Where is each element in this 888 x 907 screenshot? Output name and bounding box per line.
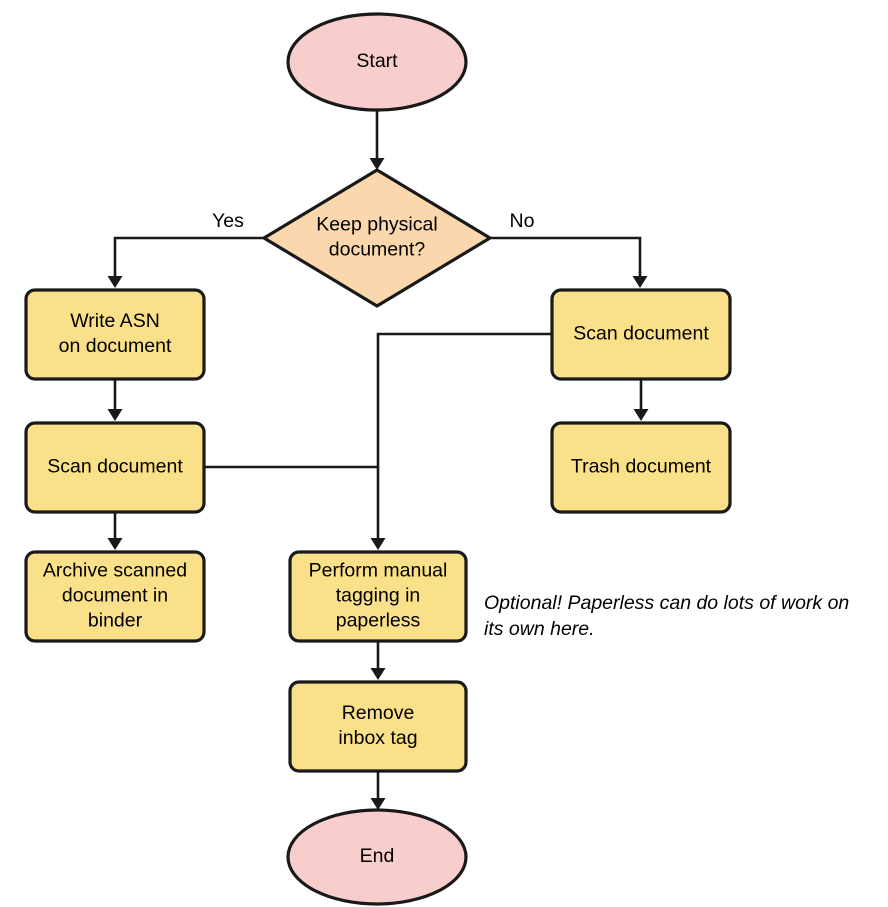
edge-arrowhead (107, 276, 123, 288)
edge-arrowhead (107, 538, 123, 550)
process-box[interactable] (288, 550, 468, 643)
node-label-line: document in (62, 585, 168, 607)
edge-arrowhead (370, 538, 386, 550)
node-label-line: Start (356, 50, 398, 72)
node-archive-scanned[interactable]: Archive scanned document in binder (24, 550, 206, 643)
node-label-line: tagging in (336, 585, 421, 607)
edge-arrowhead (369, 158, 385, 170)
process-box[interactable] (24, 550, 206, 643)
node-label-line: inbox tag (338, 727, 417, 749)
node-label-line: on document (59, 335, 172, 357)
edge-remove-inbox-to-end (370, 771, 386, 810)
node-label-line: Perform manual (309, 560, 448, 582)
edge-arrowhead (370, 798, 386, 810)
terminal-ellipse[interactable] (286, 808, 468, 906)
decision-diamond[interactable] (262, 168, 492, 308)
edge-decision-no: No (490, 210, 648, 288)
node-trash-document[interactable]: Trash document (550, 421, 732, 514)
process-box[interactable] (24, 421, 206, 514)
node-label-line: Trash document (571, 456, 712, 478)
edge-arrowhead (632, 276, 648, 288)
node-label-line: binder (88, 610, 143, 632)
node-label-line: Archive scanned (43, 560, 187, 582)
edge-arrowhead (370, 668, 386, 680)
node-label-line: Keep physical (316, 214, 437, 236)
node-remove-inbox-tag[interactable]: Remove inbox tag (288, 680, 468, 773)
annotation-line: its own here. (484, 618, 595, 640)
edges-layer: Yes No (107, 110, 649, 810)
process-box[interactable] (24, 288, 206, 381)
annotation-optional-note: Optional! Paperless can do lots of work … (484, 592, 849, 640)
node-label-line: Write ASN (70, 310, 160, 332)
edge-label-decision-no: No (510, 210, 535, 232)
edge-line (376, 332, 552, 540)
edge-line (490, 236, 642, 278)
edge-scan-right-to-tagging (370, 332, 552, 550)
node-label-line: Scan document (47, 456, 183, 478)
process-box[interactable] (550, 288, 732, 381)
edge-arrowhead (633, 409, 649, 421)
node-scan-document-right[interactable]: Scan document (550, 288, 732, 381)
annotation-line: Optional! Paperless can do lots of work … (484, 592, 849, 614)
node-label-line: Remove (342, 702, 415, 724)
node-perform-manual-tagging[interactable]: Perform manual tagging in paperless (288, 550, 468, 643)
node-label-line: End (360, 845, 395, 867)
node-label-line: document? (329, 239, 426, 261)
terminal-ellipse[interactable] (286, 12, 468, 112)
node-start[interactable]: Start (286, 12, 468, 112)
edge-label-decision-yes: Yes (212, 210, 244, 232)
process-box[interactable] (550, 421, 732, 514)
edge-arrowhead (107, 409, 123, 421)
node-label-line: Scan document (573, 323, 709, 345)
edge-scan-left-to-archive (107, 512, 123, 550)
edge-write-asn-to-scan (107, 379, 123, 421)
edge-start-to-decision (369, 110, 385, 170)
node-keep-physical[interactable]: Keep physical document? (262, 168, 492, 308)
node-end[interactable]: End (286, 808, 468, 906)
annotations-layer: Optional! Paperless can do lots of work … (484, 592, 849, 640)
edge-line (113, 236, 264, 278)
edge-scan-right-to-trash (633, 379, 649, 421)
edge-decision-yes: Yes (107, 210, 264, 288)
process-box[interactable] (288, 680, 468, 773)
node-write-asn[interactable]: Write ASN on document (24, 288, 206, 381)
node-scan-document-left[interactable]: Scan document (24, 421, 206, 514)
node-label-line: paperless (336, 610, 421, 632)
edge-tagging-to-remove-inbox (370, 641, 386, 680)
